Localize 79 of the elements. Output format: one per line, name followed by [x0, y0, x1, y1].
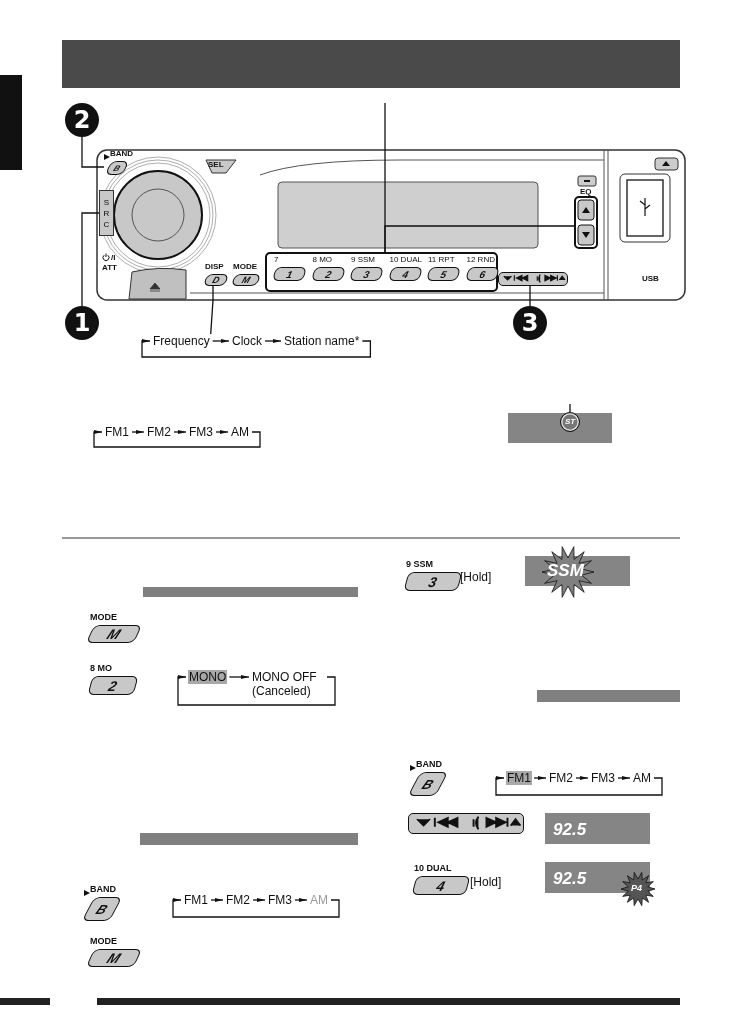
display-text: SSM — [547, 562, 584, 579]
option-text: FM1 — [104, 425, 130, 439]
option-text: FM1 — [183, 893, 209, 907]
arrow — [617, 776, 631, 780]
leader-line — [81, 212, 100, 307]
button-label: 8 MO — [312, 256, 333, 264]
option-text: MONO OFF (Canceled) — [251, 670, 325, 698]
arrow — [252, 898, 266, 902]
up-down-buttons — [574, 196, 598, 249]
arrow — [575, 776, 589, 780]
hold-note: [Hold] — [460, 570, 492, 584]
button-label: 8 MO — [90, 664, 112, 673]
button-label: 9 SSM — [351, 256, 375, 264]
arrow — [177, 675, 336, 706]
port-label: USB — [642, 275, 659, 283]
title-bar — [62, 40, 680, 88]
arrow — [495, 776, 663, 796]
option-text: FM1 — [506, 771, 532, 785]
option-text: AM — [309, 893, 329, 907]
tuning-button — [498, 272, 568, 286]
arrow — [294, 898, 308, 902]
option-text: MONO — [188, 670, 228, 684]
tuning-button — [408, 813, 524, 834]
arrow — [228, 675, 250, 679]
button-label: 9 SSM — [406, 560, 433, 569]
button-label: 10 DUAL — [389, 256, 422, 264]
hold-note: [Hold] — [470, 875, 502, 889]
option-text: FM3 — [590, 771, 616, 785]
option-text: Clock — [231, 334, 263, 348]
source-button: S R C — [99, 190, 114, 236]
option-text: Station name* — [283, 334, 361, 348]
option-text: FM2 — [548, 771, 574, 785]
option-text: AM — [632, 771, 652, 785]
button-label: 10 DUAL — [414, 864, 452, 873]
button-label: 11 RPT — [428, 256, 455, 264]
leader-line — [384, 225, 575, 253]
key-button: 2 — [87, 676, 139, 695]
preset-button-group — [265, 252, 498, 292]
button-label: MODE — [90, 613, 117, 622]
button-label: DISP — [205, 263, 224, 271]
button-label: BAND — [416, 760, 442, 769]
arrow — [533, 776, 547, 780]
key-button: 4 — [411, 876, 471, 895]
option-text: AM — [230, 425, 250, 439]
display-text: 92.5 — [553, 870, 587, 887]
button-label: SEL — [208, 161, 224, 169]
arrow — [93, 430, 261, 448]
option-text: FM2 — [146, 425, 172, 439]
arrow — [264, 339, 282, 343]
display-text: 92.5 — [553, 821, 587, 838]
button-label: BAND — [90, 885, 116, 894]
button-label: MODE — [90, 937, 117, 946]
option-text: FM3 — [267, 893, 293, 907]
arrow — [215, 430, 229, 434]
button-label: ATT — [102, 264, 117, 272]
leader-line — [569, 403, 571, 413]
indicator-text: P4 — [631, 884, 642, 893]
button-label: MODE — [233, 263, 257, 271]
callout-number: 3 — [513, 306, 547, 340]
option-text: Frequency — [152, 334, 211, 348]
arrow — [141, 339, 372, 358]
arrow — [172, 898, 340, 918]
button-label: 12 RND — [466, 256, 495, 264]
option-text: FM3 — [188, 425, 214, 439]
button-label: /I — [111, 254, 116, 262]
button-label: BAND — [110, 150, 134, 158]
leader-line — [529, 285, 531, 307]
arrow — [212, 339, 230, 343]
button-label: 7 — [274, 256, 279, 264]
leader-line — [210, 285, 214, 335]
arrow — [131, 430, 145, 434]
button-label: EQ — [580, 187, 592, 196]
callout-number: 1 — [65, 306, 99, 340]
arrow — [210, 898, 224, 902]
arrow — [173, 430, 187, 434]
side-tab — [0, 75, 22, 170]
leader-line — [81, 136, 105, 168]
option-text: FM2 — [225, 893, 251, 907]
callout-number: 2 — [65, 103, 99, 137]
